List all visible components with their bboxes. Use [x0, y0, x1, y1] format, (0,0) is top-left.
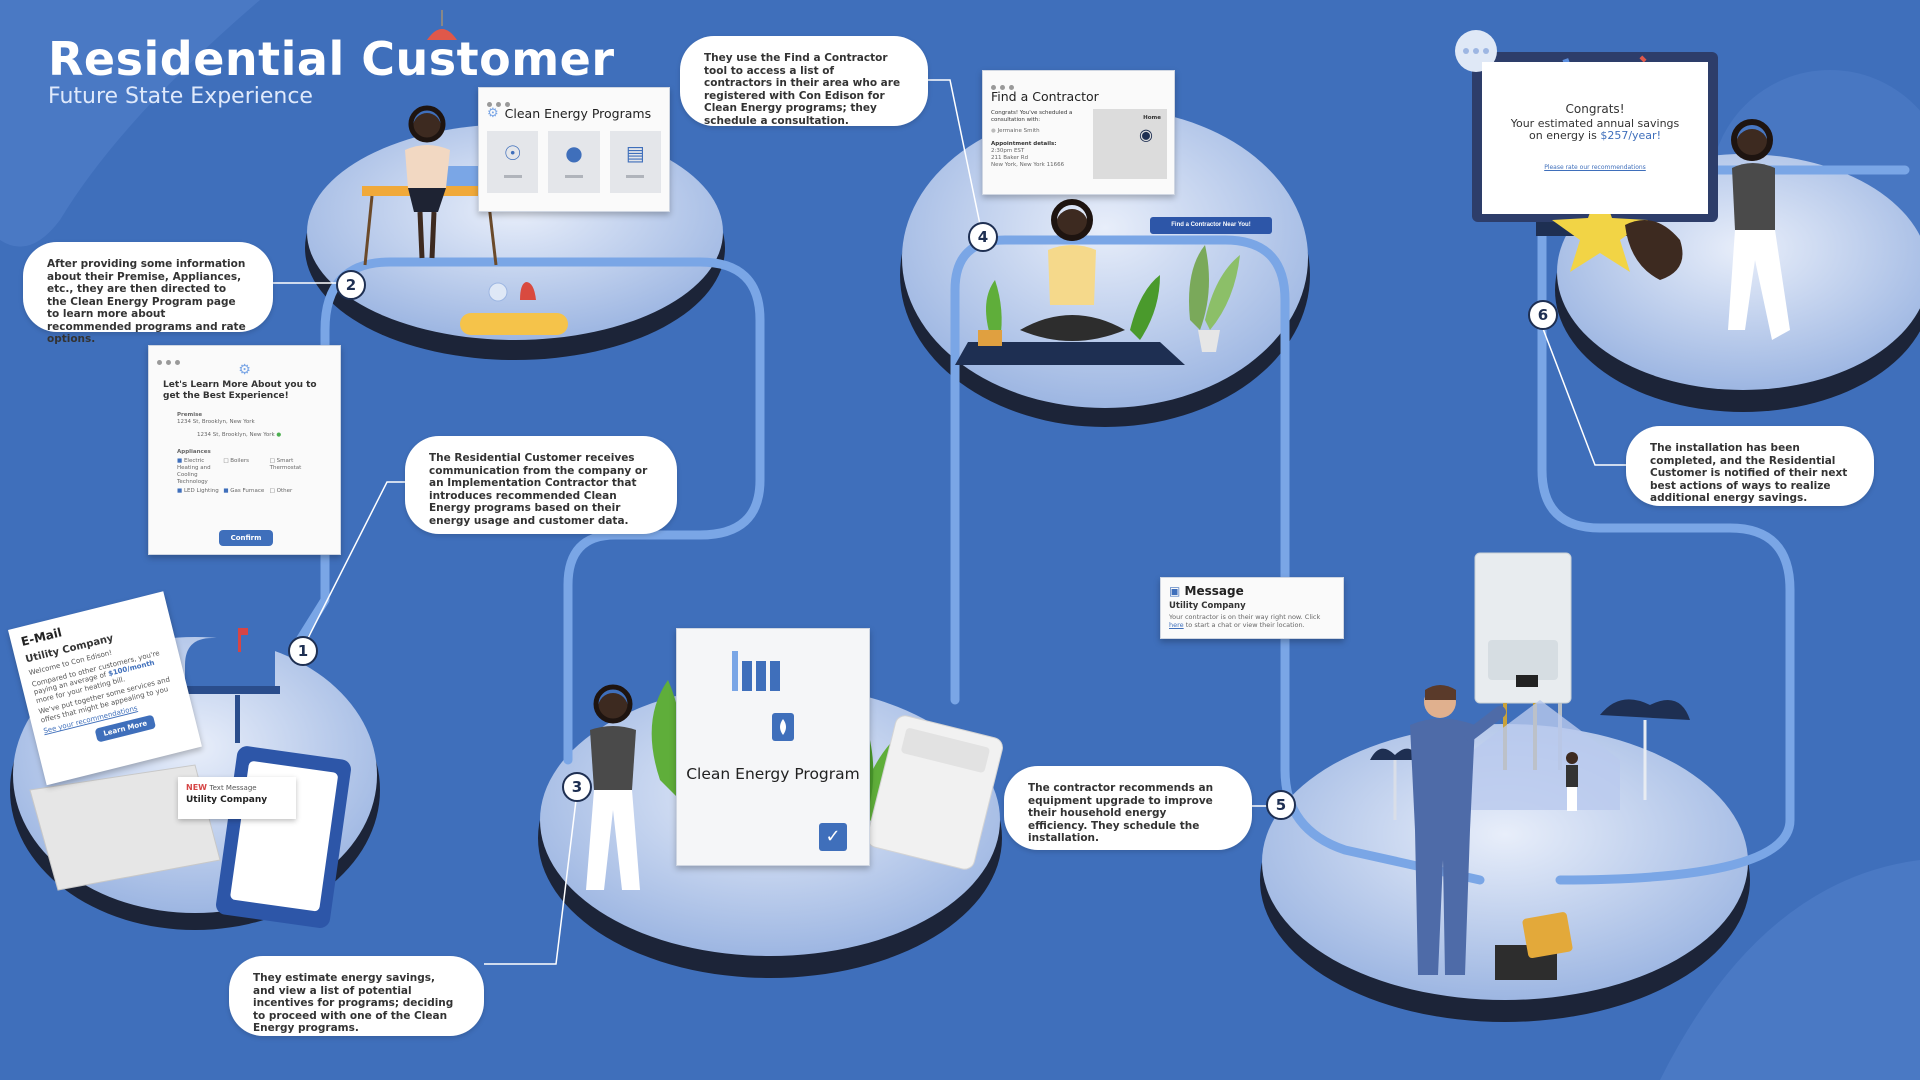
bg-shape: [0, 0, 260, 247]
platform-5: [1260, 724, 1750, 1022]
contractor-name: ● Jermaine Smith: [991, 128, 1040, 134]
clean-card-title: Clean Energy Program: [686, 765, 860, 783]
confirm-button[interactable]: Confirm: [219, 530, 273, 546]
message-sender: Utility Company: [1169, 601, 1246, 611]
star-illustration: [1552, 185, 1683, 280]
phone-illustration: [216, 746, 351, 928]
premise-label: Premise: [177, 412, 203, 418]
step-3-badge: 3: [562, 772, 592, 802]
programs-header: ⚙ Clean Energy Programs: [479, 104, 669, 123]
appliance-checkbox[interactable]: □ Boilers: [223, 458, 249, 464]
program-tile[interactable]: ☉: [487, 131, 539, 193]
worker-illustration: [1410, 685, 1506, 975]
congrats-title: Congrats!: [1565, 102, 1625, 116]
map-pin-icon: ◉: [1139, 125, 1153, 144]
message-header: ▣ Message: [1169, 584, 1244, 598]
programs-title: Clean Energy Programs: [504, 106, 652, 121]
tree-illustration: [1370, 699, 1690, 820]
appointment-time: 2:30pm EST: [991, 148, 1025, 154]
program-tiles: ☉ ● ▤: [479, 123, 669, 193]
contractor-title: Find a Contractor: [991, 89, 1099, 104]
step-1-badge: 1: [288, 636, 318, 666]
meditating-person-illustration: [1020, 199, 1125, 341]
learn-more-form-window: ⚙ Let's Learn More About you to get the …: [148, 345, 341, 555]
appointment-address-1: 211 Baker Rd: [991, 155, 1029, 161]
clean-energy-programs-window: ⚙ Clean Energy Programs ☉ ● ▤: [478, 87, 670, 212]
plant-illustration: [978, 245, 1240, 352]
premise-value: 1234 St, Brooklyn, New York: [177, 419, 255, 425]
map[interactable]: Home ◉: [1093, 109, 1167, 179]
callout-step-5: The contractor recommends an equipment u…: [1004, 766, 1252, 850]
premise-option[interactable]: 1234 St, Brooklyn, New York ●: [197, 432, 282, 438]
callout-step-3: They estimate energy savings, and view a…: [229, 956, 484, 1036]
woman-standing-illustration: [586, 684, 640, 890]
step-6-badge: 6: [1528, 300, 1558, 330]
congrats-line-2: on energy is $257/year!: [1529, 129, 1661, 142]
message-notification[interactable]: ▣ Message Utility Company Your contracto…: [1160, 577, 1344, 639]
message-icon: ▣: [1169, 584, 1181, 598]
envelope-illustration: [29, 764, 221, 891]
callout-step-6: The installation has been completed, and…: [1626, 426, 1874, 506]
logo-icon: ⚙: [487, 106, 499, 121]
program-tile[interactable]: ●: [548, 131, 600, 193]
avatar: ●: [991, 128, 996, 134]
piggy-bank-icon: ●: [565, 141, 583, 165]
person-at-desk-illustration: [405, 105, 450, 259]
chat-bubble-icon: [1455, 30, 1497, 72]
message-link[interactable]: here: [1169, 621, 1184, 629]
appliances-list: ■ Electric Heating and Cooling Technolog…: [149, 458, 340, 495]
appointment-label: Appointment details:: [991, 141, 1057, 147]
checkbox-checked-icon[interactable]: ✓: [819, 823, 847, 851]
woman-celebrating-illustration: [1728, 119, 1790, 340]
text-message-header: NEW Text Message: [186, 783, 257, 792]
form-heading: Let's Learn More About you to get the Be…: [163, 380, 317, 401]
contractor-text: Congrats! You've scheduled a consultatio…: [991, 110, 1073, 123]
callout-step-1: The Residential Customer receives commun…: [405, 436, 677, 534]
step-2-badge: 2: [336, 270, 366, 300]
mailbox-illustration: [178, 628, 280, 743]
rate-recommendations-link[interactable]: Please rate our recommendations: [1544, 164, 1646, 171]
step-4-badge: 4: [968, 222, 998, 252]
appliance-checkbox[interactable]: ■ Gas Furnace: [223, 488, 265, 494]
window-controls: [149, 346, 340, 365]
appliance-checkbox[interactable]: ■ Electric Heating and Cooling Technolog…: [177, 458, 211, 485]
find-contractor-window: Find a Contractor Home ◉ Congrats! You'v…: [982, 70, 1175, 195]
bg-shape: [1660, 860, 1920, 1080]
yoga-mat-illustration: [955, 342, 1185, 365]
callout-step-4: They use the Find a Contractor tool to a…: [680, 36, 928, 127]
appliance-checkbox[interactable]: □ Smart Thermostat: [269, 458, 302, 471]
house-illustration: [1460, 700, 1620, 810]
page-subtitle: Future State Experience: [48, 84, 313, 109]
appliance-checkbox[interactable]: ■ LED Lighting: [177, 488, 219, 494]
water-heater-icon: [732, 651, 794, 741]
callout-step-2: After providing some information about t…: [23, 242, 273, 345]
page-title: Residential Customer: [48, 32, 615, 86]
savings-amount: $257/year!: [1600, 129, 1661, 142]
program-tile[interactable]: ▤: [609, 131, 661, 193]
air-conditioner-icon: ▤: [625, 141, 645, 165]
appointment-address-2: New York, New York 11666: [991, 162, 1065, 168]
logo-icon: ⚙: [238, 362, 251, 378]
window-controls: [479, 88, 669, 107]
map-home-label: Home: [1143, 115, 1161, 121]
appliances-label: Appliances: [177, 449, 211, 455]
congrats-screen: Congrats! Your estimated annual savings …: [1482, 62, 1708, 214]
step-5-badge: 5: [1266, 790, 1296, 820]
lightbulb-icon: ☉: [503, 141, 522, 165]
window-controls: [983, 71, 1174, 90]
connector-lines: [271, 79, 1626, 965]
calculator-illustration: [866, 715, 1003, 870]
text-message-card: NEW Text Message Utility Company: [178, 777, 296, 819]
find-contractor-button[interactable]: Find a Contractor Near You!: [1150, 217, 1272, 234]
clean-energy-program-card: Clean Energy Program ✓: [676, 628, 870, 866]
text-message-sender: Utility Company: [186, 795, 268, 805]
toolbox-illustration: [1495, 912, 1573, 980]
congrats-line-1: Your estimated annual savings: [1510, 117, 1680, 130]
message-text: Your contractor is on their way right no…: [1169, 613, 1321, 629]
person-small-illustration: [1566, 752, 1578, 811]
appliance-checkbox[interactable]: □ Other: [269, 488, 293, 494]
